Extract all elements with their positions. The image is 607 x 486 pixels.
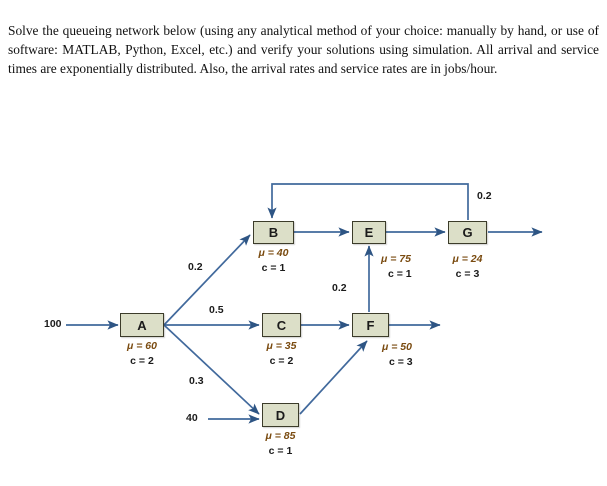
node-F-mu: μ = 50	[382, 341, 412, 353]
node-B-servers: c = 1	[261, 262, 286, 274]
node-C-mu: μ = 35	[266, 340, 297, 352]
edge-D-to-F	[299, 340, 368, 415]
edge-label-G-to-B: 0.2	[477, 190, 492, 202]
edge-label-A-to-C: 0.5	[209, 304, 224, 316]
edge-A-to-D	[163, 324, 260, 415]
node-B-mu: μ = 40	[258, 247, 289, 259]
node-A-servers: c = 2	[130, 355, 154, 367]
node-D[interactable]: D	[262, 403, 299, 427]
edge-G-to-B-feedback	[267, 183, 469, 220]
node-A-mu: μ = 60	[127, 340, 157, 352]
node-E-mu: μ = 75	[381, 253, 411, 265]
node-F-servers: c = 3	[389, 356, 413, 368]
edge-label-A-to-D: 0.3	[189, 375, 204, 387]
node-E[interactable]: E	[352, 221, 386, 244]
node-F[interactable]: F	[352, 313, 389, 337]
node-G-servers: c = 3	[455, 268, 480, 280]
node-C[interactable]: C	[262, 313, 301, 337]
node-C-servers: c = 2	[269, 355, 294, 367]
node-G-mu: μ = 24	[452, 253, 483, 265]
node-E-servers: c = 1	[388, 268, 412, 280]
problem-statement: Solve the queueing network below (using …	[8, 23, 599, 77]
node-D-servers: c = 1	[268, 445, 293, 457]
node-B[interactable]: B	[253, 221, 294, 244]
arrival-rate-D-label: 40	[186, 412, 198, 424]
edge-label-F-to-E: 0.2	[332, 282, 347, 294]
arrival-rate-A-label: 100	[44, 318, 62, 330]
edge-label-A-to-B: 0.2	[188, 261, 203, 273]
node-D-mu: μ = 85	[265, 430, 296, 442]
node-A[interactable]: A	[120, 313, 164, 337]
node-G[interactable]: G	[448, 221, 487, 244]
edge-A-to-B	[163, 234, 251, 326]
